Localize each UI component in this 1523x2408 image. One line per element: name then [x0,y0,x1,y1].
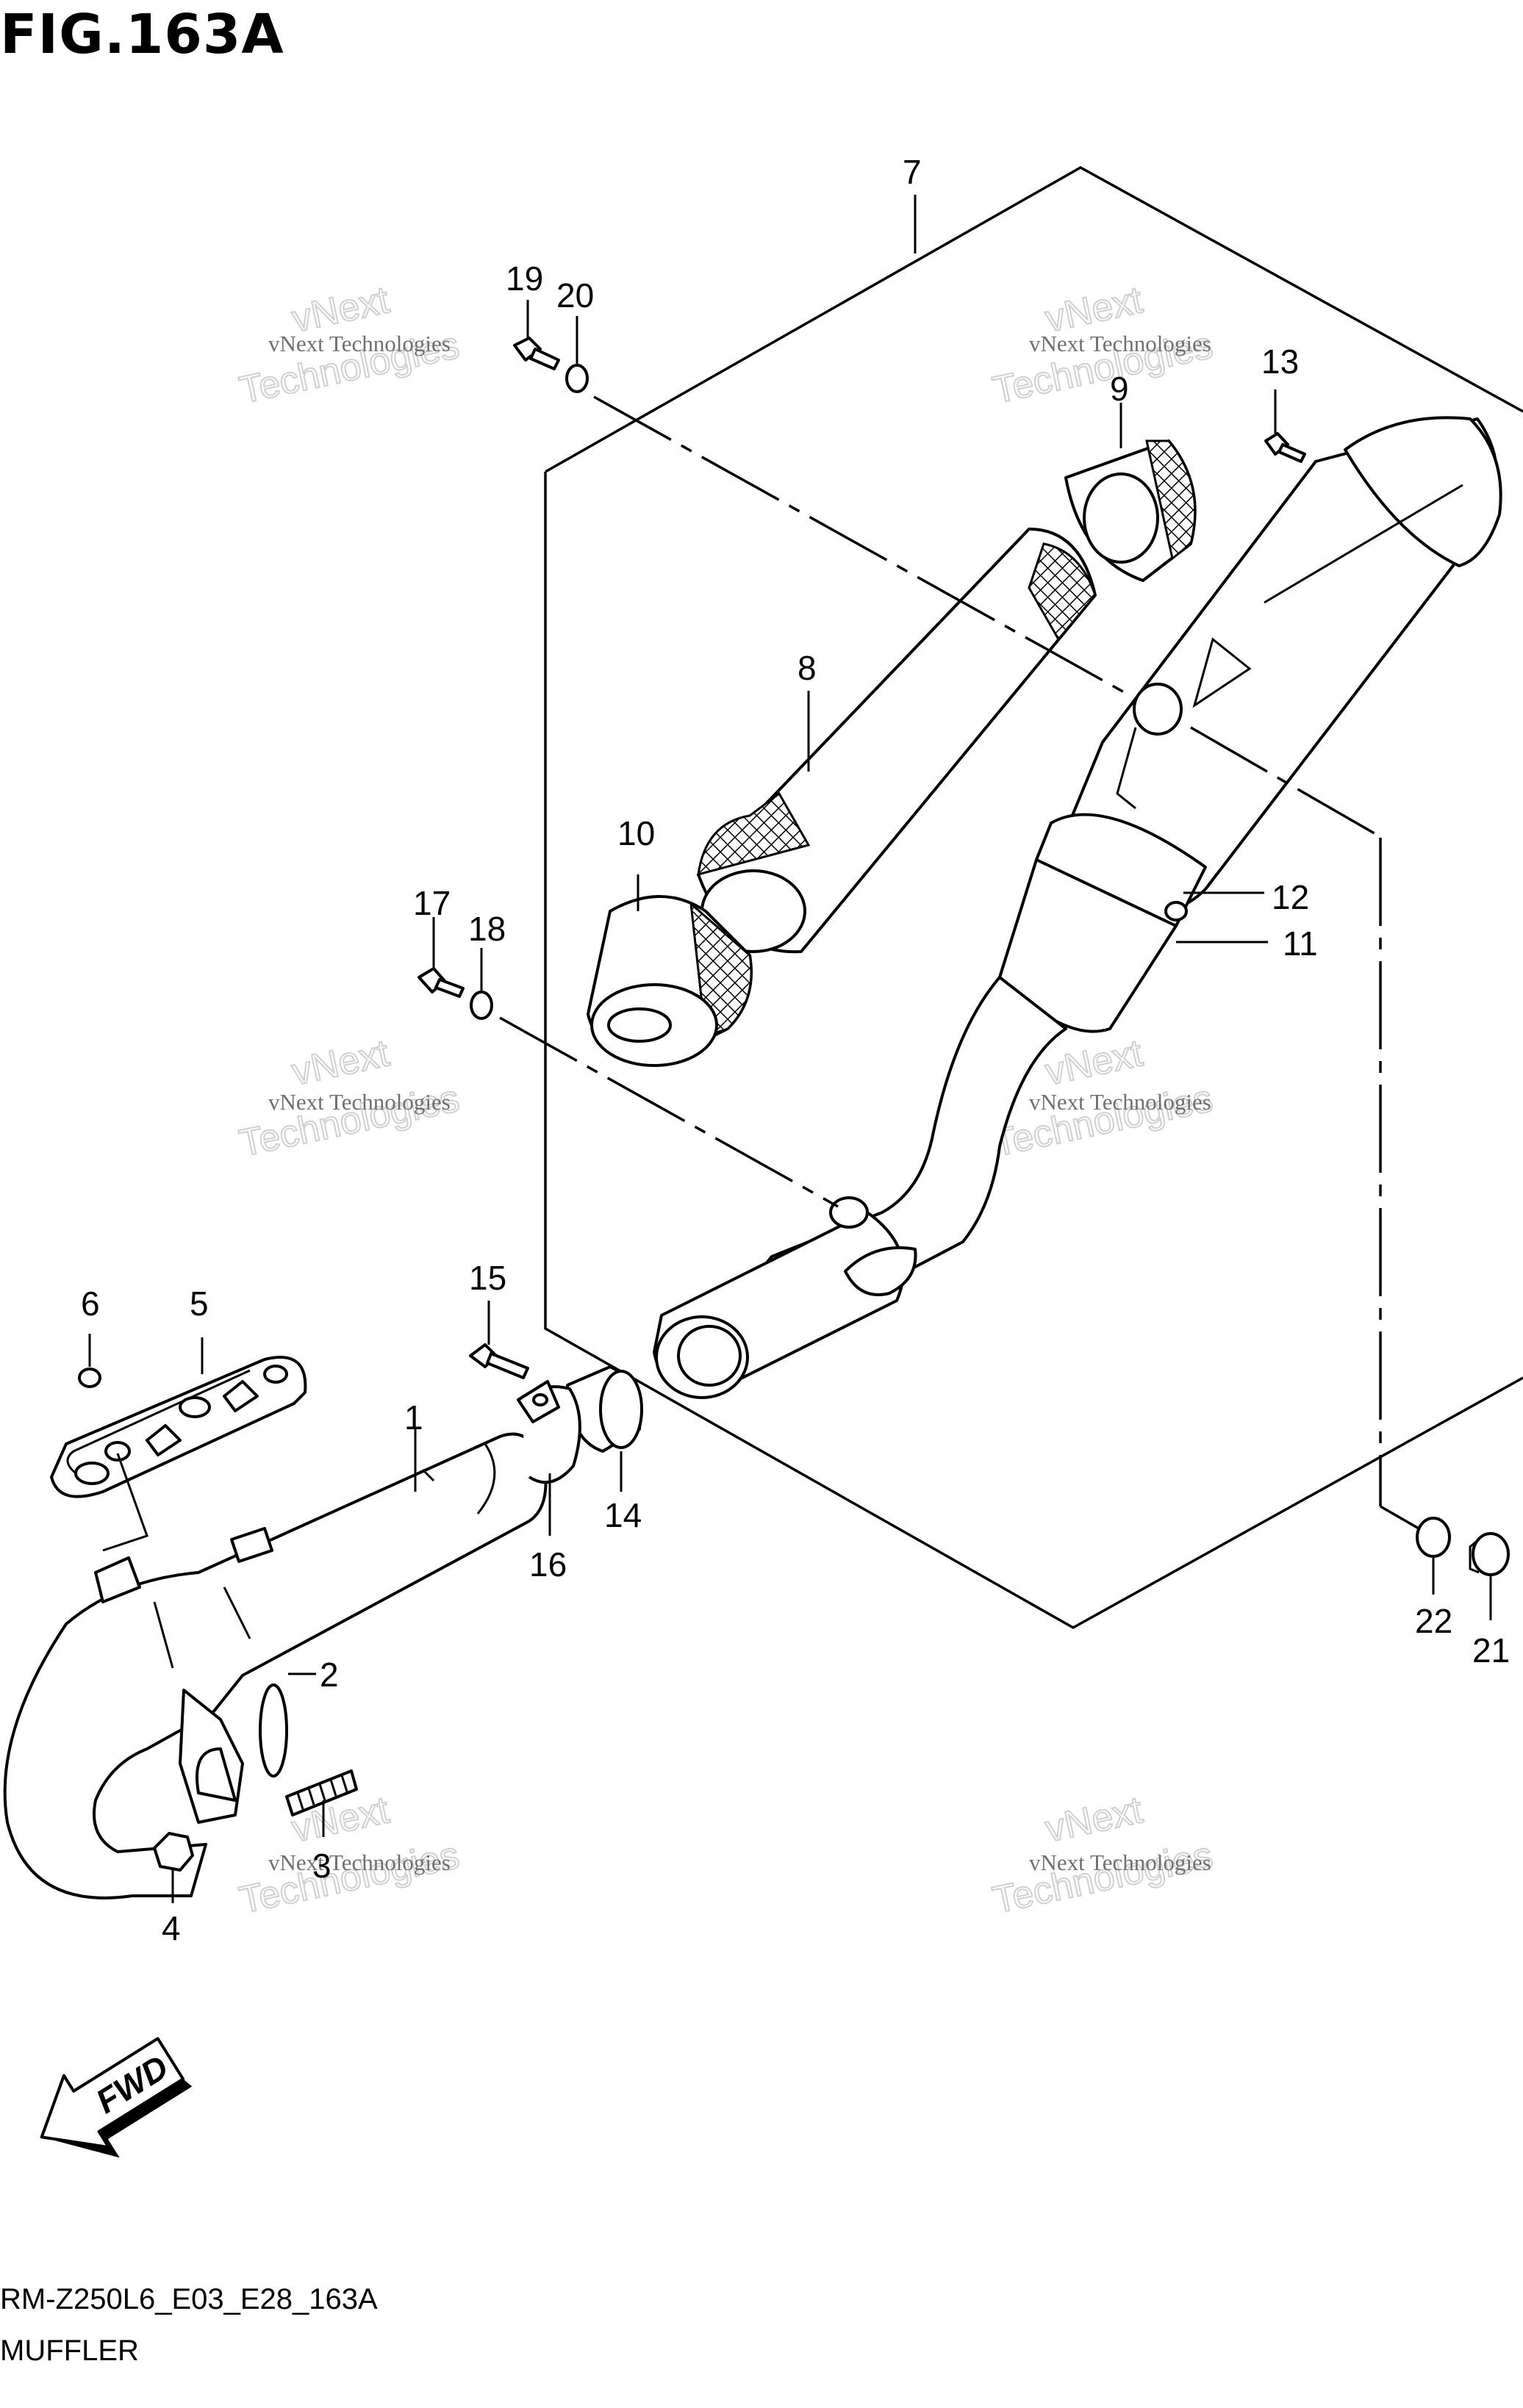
callout-9: 9 [1110,370,1129,408]
outline-tail [1380,1505,1419,1530]
svg-text:vNext: vNext [1042,1789,1147,1850]
callout-11: 11 [1283,924,1318,963]
callout-19: 19 [506,259,543,298]
washer-20 [565,364,589,393]
callout-4: 4 [162,1909,181,1947]
watermark-text: vNext Technologies [1029,1089,1211,1115]
watermark-text: vNext Technologies [1029,331,1211,356]
model-code: RM-Z250L6_E03_E28_163A [0,2283,378,2315]
grommet-21 [1469,1532,1510,1576]
callout-2: 2 [320,1656,339,1694]
svg-text:Technologies: Technologies [989,1834,1216,1922]
ref-line-22 [1190,726,1383,839]
callout-5: 5 [190,1284,209,1323]
callout-15: 15 [469,1259,506,1297]
packing-tube [697,528,1097,954]
watermark-text: vNext Technologies [268,331,451,356]
callout-7: 7 [903,153,922,191]
callout-1: 1 [404,1398,423,1437]
svg-text:vNext: vNext [288,1032,393,1093]
callout-8: 8 [798,649,817,687]
callout-18: 18 [468,910,506,948]
leader-lines [88,195,1492,1903]
fwd-arrow-icon: FWD [40,2037,193,2158]
watermark-group: vNext Technologies vNext Technologies vN… [235,278,1217,1922]
callout-21: 21 [1472,1631,1510,1670]
front-cone [587,895,753,1067]
washer-18 [470,991,493,1020]
clamp [517,1380,581,1484]
watermark-text: vNext Technologies [268,1850,451,1875]
callout-labels: 7 8 9 10 11 12 13 14 15 16 17 18 19 20 2… [81,153,1510,1947]
diagram-caption: MUFFLER [0,2335,139,2367]
watermark-text: vNext Technologies [1029,1850,1211,1875]
callout-16: 16 [529,1545,567,1584]
callout-14: 14 [604,1496,642,1534]
bolt-17 [418,967,465,998]
svg-text:Technologies: Technologies [236,1834,463,1922]
callout-3: 3 [312,1847,332,1885]
figure-title: FIG.163A [0,3,284,66]
bolt-13 [1264,432,1306,463]
nut [153,1832,194,1872]
callout-22: 22 [1415,1602,1452,1640]
watermark-text: vNext Technologies [268,1089,451,1115]
callout-10: 10 [617,814,655,852]
callout-13: 13 [1261,342,1299,381]
heat-shield [50,1356,307,1552]
bolt-19 [513,337,560,370]
callout-17: 17 [413,884,451,922]
washer-22 [1416,1517,1451,1558]
muffler-assembly-outline [544,165,1523,1630]
callout-20: 20 [556,276,594,315]
ref-line-17 [499,1016,839,1208]
exhaust-pipe [3,1432,548,1900]
shield-bolt [78,1367,101,1388]
callout-12: 12 [1272,878,1309,916]
svg-text:vNext: vNext [1042,1032,1147,1093]
connector-sleeve [566,1365,643,1453]
callout-6: 6 [81,1284,100,1323]
muffler-body [653,416,1502,1399]
stud-bolt [285,1769,358,1816]
clamp-bolt [469,1343,529,1379]
end-cap-cone [1064,439,1197,582]
ref-line-19 [593,395,1133,698]
gasket [259,1683,288,1778]
